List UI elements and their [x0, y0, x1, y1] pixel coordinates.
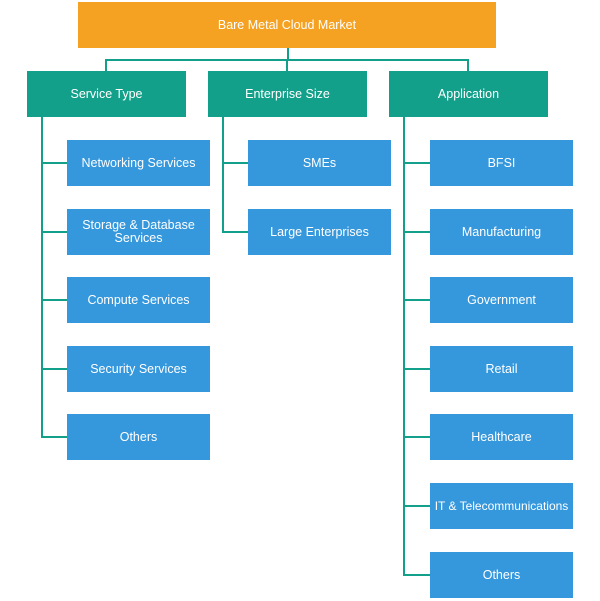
leaf-node-smes: SMEs — [248, 140, 391, 186]
category-0-drop-connector — [105, 59, 107, 71]
leaf-node-label: Storage & Database Services — [82, 218, 195, 245]
leaf-node-compute-services: Compute Services — [67, 277, 210, 323]
category-1-vertical-connector — [222, 117, 224, 233]
leaf-node-large-enterprises: Large Enterprises — [248, 209, 391, 255]
category-1-drop-connector — [286, 59, 288, 71]
leaf-node-storage-database-services: Storage & Database Services — [67, 209, 210, 255]
leaf-node-networking-services: Networking Services — [67, 140, 210, 186]
category-node-label: Application — [437, 86, 500, 101]
leaf-node-retail: Retail — [430, 346, 573, 392]
category-2-item-6-connector — [403, 574, 430, 576]
category-node-application: Application — [389, 71, 548, 117]
category-node-label: Enterprise Size — [245, 86, 330, 101]
leaf-node-label: Retail — [485, 361, 518, 376]
category-0-vertical-connector — [41, 117, 43, 438]
leaf-node-label: Others — [119, 429, 158, 444]
leaf-node-healthcare: Healthcare — [430, 414, 573, 460]
category-2-drop-connector — [467, 59, 469, 71]
leaf-node-application-others: Others — [430, 552, 573, 598]
category-1-item-1-connector — [222, 231, 248, 233]
leaf-node-security-services: Security Services — [67, 346, 210, 392]
category-2-item-2-connector — [403, 299, 430, 301]
leaf-node-label: Networking Services — [81, 155, 196, 170]
leaf-node-label: Healthcare — [471, 429, 532, 444]
category-0-item-0-connector — [41, 162, 67, 164]
leaf-node-bfsi: BFSI — [430, 140, 573, 186]
leaf-node-it-telecommunications: IT & Telecommunications — [430, 483, 573, 529]
leaf-node-label: Compute Services — [87, 292, 190, 307]
leaf-node-label: Others — [482, 567, 521, 582]
leaf-node-manufacturing: Manufacturing — [430, 209, 573, 255]
leaf-node-label: SMEs — [302, 155, 337, 170]
root-node-label: Bare Metal Cloud Market — [217, 17, 357, 32]
leaf-node-label: Government — [467, 292, 536, 307]
leaf-node-label: Large Enterprises — [270, 224, 369, 239]
category-1-item-0-connector — [222, 162, 248, 164]
category-2-item-1-connector — [403, 231, 430, 233]
category-node-service-type: Service Type — [27, 71, 186, 117]
category-node-enterprise-size: Enterprise Size — [208, 71, 367, 117]
leaf-node-label: IT & Telecommunications — [434, 498, 569, 513]
root-stem-connector — [287, 48, 289, 60]
category-2-vertical-connector — [403, 117, 405, 576]
leaf-node-service-others: Others — [67, 414, 210, 460]
category-0-item-4-connector — [41, 436, 67, 438]
category-0-item-3-connector — [41, 368, 67, 370]
root-node: Bare Metal Cloud Market — [78, 2, 496, 48]
category-2-item-0-connector — [403, 162, 430, 164]
category-2-item-3-connector — [403, 368, 430, 370]
category-0-item-1-connector — [41, 231, 67, 233]
leaf-node-government: Government — [430, 277, 573, 323]
category-node-label: Service Type — [70, 86, 143, 101]
leaf-node-label: Security Services — [90, 361, 187, 376]
leaf-node-label: BFSI — [487, 155, 516, 170]
leaf-node-label: Manufacturing — [461, 224, 542, 239]
category-2-item-4-connector — [403, 436, 430, 438]
category-0-item-2-connector — [41, 299, 67, 301]
category-2-item-5-connector — [403, 505, 430, 507]
